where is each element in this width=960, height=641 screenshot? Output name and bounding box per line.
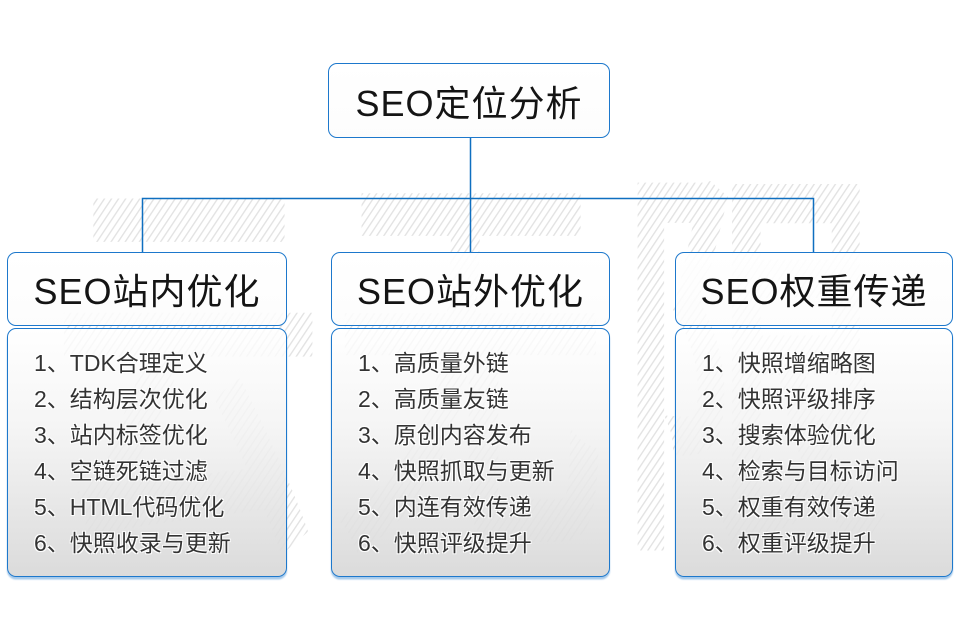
list-item: 2、结构层次优化 <box>34 386 208 412</box>
list-item: 5、权重有效传递 <box>702 494 876 520</box>
column-list-offsite: 1、高质量外链 2、高质量友链 3、原创内容发布 4、快照抓取与更新 5、内连有… <box>331 328 610 577</box>
list-item: 4、检索与目标访问 <box>702 458 899 484</box>
list-item: 4、快照抓取与更新 <box>358 458 555 484</box>
list-item: 1、高质量外链 <box>358 350 509 376</box>
list-item: 3、原创内容发布 <box>358 422 532 448</box>
list-item: 5、内连有效传递 <box>358 494 532 520</box>
root-node-label: SEO定位分析 <box>355 82 583 124</box>
column-header-weight-label: SEO权重传递 <box>700 271 928 312</box>
column-header-offsite-label: SEO站外优化 <box>356 271 585 312</box>
column-header-weight: SEO权重传递 <box>675 252 953 326</box>
list-item: 1、TDK合理定义 <box>34 350 208 376</box>
list-item: 2、快照评级排序 <box>702 386 876 412</box>
column-list-weight: 1、快照增缩略图 2、快照评级排序 3、搜索体验优化 4、检索与目标访问 5、权… <box>675 328 953 577</box>
column-header-onsite: SEO站内优化 <box>7 252 287 326</box>
column-header-onsite-label: SEO站内优化 <box>33 271 261 312</box>
list-item: 6、快照评级提升 <box>358 530 532 556</box>
list-item: 3、搜索体验优化 <box>702 422 876 448</box>
list-item: 2、高质量友链 <box>358 386 509 412</box>
list-item: 3、站内标签优化 <box>34 422 208 448</box>
root-node: SEO定位分析 <box>328 63 610 138</box>
column-header-offsite: SEO站外优化 <box>331 252 610 326</box>
list-item: 6、权重评级提升 <box>702 530 876 556</box>
column-list-onsite: 1、TDK合理定义 2、结构层次优化 3、站内标签优化 4、空链死链过滤 5、H… <box>7 328 287 577</box>
list-item: 6、快照收录与更新 <box>34 530 231 556</box>
list-item: 4、空链死链过滤 <box>34 458 208 484</box>
list-item: 1、快照增缩略图 <box>702 350 876 376</box>
list-item: 5、HTML代码优化 <box>34 494 225 520</box>
